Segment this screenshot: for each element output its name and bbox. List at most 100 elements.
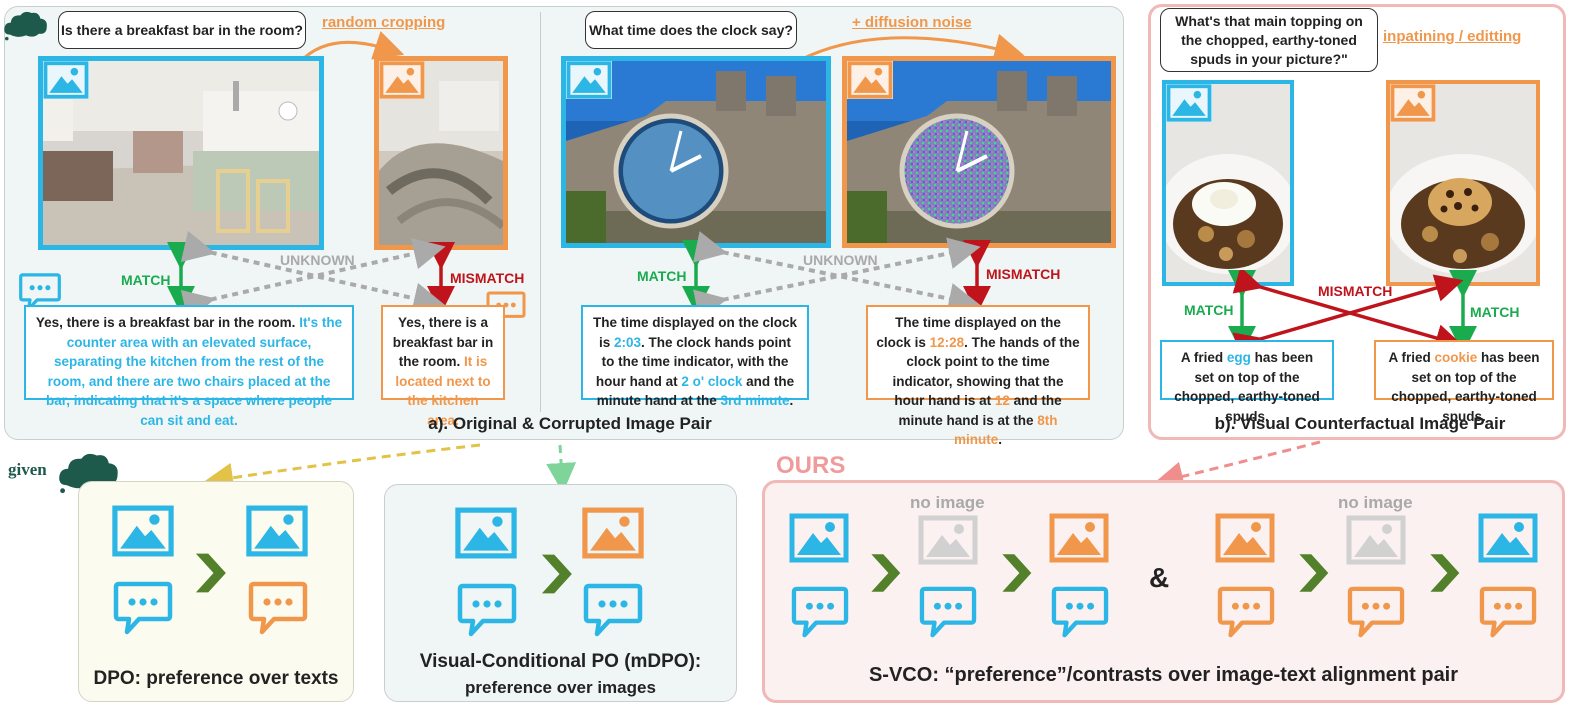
flow-arrows (203, 440, 1321, 490)
image-icon (110, 505, 176, 557)
answer-highlight: cookie (1434, 350, 1478, 365)
ours-label: OURS (776, 452, 846, 479)
food-cookie-image (1386, 80, 1540, 286)
caption-bold: S-VCO (868, 664, 933, 686)
augmentation-label-cropping: random cropping (322, 14, 446, 31)
answer-corrupt-breakfast: Yes, there is a breakfast bar in the roo… (381, 305, 505, 428)
mismatch-label: MISMATCH (450, 270, 525, 286)
question-bubble-breakfast: Is there a breakfast bar in the room? (58, 11, 306, 49)
mismatch-label: MISMATCH (1318, 283, 1393, 299)
answer-corrupt-clock: The time displayed on the clock is 12:28… (866, 305, 1090, 447)
chat-icon (791, 585, 849, 639)
svco-caption: S-VCO: “preference”/contrasts over image… (762, 664, 1565, 687)
image-icon (244, 505, 310, 557)
image-icon (379, 61, 425, 99)
chat-icon (583, 582, 643, 638)
image-icon (847, 61, 893, 99)
image-icon (1345, 515, 1407, 565)
chat-icon (1217, 585, 1275, 639)
answer-highlight: It is located next to the kitchen area. (395, 354, 491, 428)
answer-plain: The time displayed on the clock is (592, 315, 798, 350)
match-label: MATCH (1184, 302, 1234, 318)
chat-icon (1479, 585, 1537, 639)
mdpo-caption-line1: Visual-Conditional PO (mDPO): (419, 651, 702, 672)
answer-plain: has been set on top of the chopped, eart… (1174, 350, 1320, 424)
augmentation-label-noise: + diffusion noise (852, 14, 972, 31)
mdpo-caption-line2: preference over images (465, 678, 656, 697)
answer-highlight: It's the counter area with an elevated s… (45, 315, 343, 428)
kitchen-original-image (38, 56, 324, 250)
image-icon (1477, 513, 1539, 563)
answer-highlight: 8th minute (953, 412, 1058, 448)
answer-plain: . The clock hands point to the time indi… (595, 334, 792, 389)
caption-bold: DPO (93, 668, 135, 689)
answer-plain: and the minute hand at the (596, 373, 795, 409)
no-image-label: no image (910, 493, 985, 512)
answer-highlight: 3rd minute (720, 393, 790, 408)
given-label: given (8, 460, 47, 479)
unknown-label: UNKNOWN (803, 252, 878, 268)
mdpo-panel (384, 484, 737, 702)
answer-plain: . The hands of the clock point to the ti… (892, 334, 1080, 409)
image-icon (1214, 513, 1276, 563)
answer-plain: A fried (1388, 350, 1435, 365)
chat-icon (248, 580, 308, 636)
answer-highlight: 2 o' clock (681, 373, 743, 389)
caption-rest: : preference over texts (134, 668, 339, 689)
alignment-arrows-a (167, 230, 991, 320)
image-icon (1166, 84, 1212, 122)
answer-original-clock: The time displayed on the clock is 2:03.… (581, 305, 809, 408)
image-icon (788, 513, 850, 563)
clock-original-image (561, 56, 831, 248)
image-icon (43, 61, 89, 99)
answer-plain: and the minute hand is at the (898, 393, 1062, 428)
answer-plain: A fried (1180, 350, 1227, 365)
ampersand-label: & (1149, 562, 1170, 593)
alignment-arrows-b (1228, 270, 1477, 350)
answer-plain: Yes, there is a breakfast bar in the roo… (392, 315, 494, 369)
chevron-icon (999, 551, 1033, 595)
image-icon (453, 507, 519, 559)
chevron-icon (538, 552, 574, 596)
chat-icon (919, 585, 977, 639)
answer-highlight: 2:03 (613, 334, 641, 350)
food-egg-image (1162, 80, 1294, 286)
chat-icon (113, 580, 173, 636)
augmentation-label-inpainting: inpatining / editting (1383, 28, 1522, 45)
chat-icon (457, 582, 517, 638)
chevron-icon (1427, 551, 1461, 595)
question-bubble-clock: What time does the clock say? (585, 11, 797, 49)
panel-a-divider (540, 12, 541, 412)
chevron-icon (192, 551, 228, 595)
answer-plain: . (998, 432, 1003, 447)
chevron-icon (1296, 551, 1330, 595)
chat-icon (1051, 585, 1109, 639)
image-icon (1390, 84, 1436, 122)
answer-highlight: egg (1226, 350, 1251, 365)
answer-plain: has been set on top of the chopped, eart… (1391, 350, 1540, 424)
dpo-caption: DPO: preference over texts (78, 668, 354, 690)
match-label: MATCH (121, 272, 171, 288)
caption-panel-a: a). Original & Corrupted Image Pair (428, 414, 712, 433)
kitchen-cropped-image (374, 56, 508, 250)
answer-plain: Yes, there is a breakfast bar in the roo… (35, 315, 300, 330)
image-icon (1048, 513, 1110, 563)
answer-egg: A fried egg has been set on top of the c… (1160, 340, 1334, 424)
chevron-icon (868, 551, 902, 595)
chat-icon (1347, 585, 1405, 639)
answer-plain: The time displayed on the clock is (876, 315, 1061, 350)
caption-panel-b: b). Visual Counterfactual Image Pair (1214, 414, 1506, 433)
answer-plain: . (789, 393, 794, 408)
match-label: MATCH (637, 268, 687, 284)
caption-rest: : “preference”/contrasts over image-text… (932, 664, 1459, 686)
answer-highlight: 12:28 (929, 334, 965, 350)
no-image-label: no image (1338, 493, 1413, 512)
image-icon (580, 507, 646, 559)
unknown-label: UNKNOWN (280, 252, 355, 268)
question-bubble-topping: What's that main topping on the chopped,… (1160, 8, 1378, 72)
image-icon (566, 61, 612, 99)
answer-cookie: A fried cookie has been set on top of th… (1374, 340, 1554, 424)
image-icon (917, 515, 979, 565)
mismatch-label: MISMATCH (986, 266, 1061, 282)
match-label: MATCH (1470, 304, 1520, 320)
